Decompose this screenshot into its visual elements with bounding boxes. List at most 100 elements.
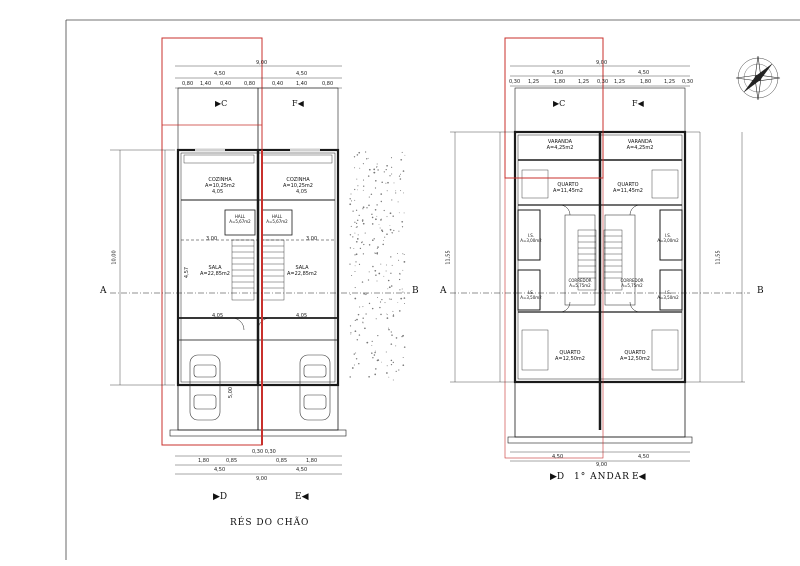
dimension-bottom-total: 9,00 xyxy=(256,476,268,482)
room-label: I.S.A=3,50m2 xyxy=(657,290,678,300)
ground-dimension-lines xyxy=(110,65,342,475)
elevation-mark-e-text: E xyxy=(295,492,302,502)
dimension-bottom-half-right: 4,50 xyxy=(296,467,308,473)
dimension-hall-width: 3,00 xyxy=(206,236,218,242)
room-area: A=5,67m2 xyxy=(266,219,288,224)
elevation-mark-c-ground: ▶C xyxy=(215,99,228,108)
dimension-gap: 0,30 0,30 xyxy=(252,449,276,455)
dimension-top-half-left: 4,50 xyxy=(552,70,564,76)
dimension-bottom-part: 0,85 xyxy=(226,458,238,464)
dimension-top-part: 0,80 xyxy=(244,81,256,87)
dimension-depth: 10,00 xyxy=(111,250,118,265)
terrain-hatch xyxy=(349,151,406,381)
room-area: A=12,50m2 xyxy=(555,356,585,363)
section-mark-b-first: B xyxy=(757,286,764,296)
elevation-mark-f-text: F xyxy=(632,99,638,108)
elevation-mark-d-text: D xyxy=(556,472,565,482)
room-name: SALA xyxy=(208,265,222,271)
dimension-top-half-left: 4,50 xyxy=(214,71,226,77)
room-area: A=10,25m2 xyxy=(205,183,235,190)
room-area: A=12,50m2 xyxy=(620,356,650,363)
dimension-room-width: 4,05 xyxy=(296,189,308,195)
dimension-top-part: 1,25 xyxy=(528,79,540,85)
elevation-mark-c-text: C xyxy=(559,99,566,108)
dimension-top-part: 0,30 xyxy=(597,79,609,85)
elevation-mark-c-text: C xyxy=(221,99,228,108)
dimension-top-half-right: 4,50 xyxy=(638,70,650,76)
highlight-boundary-first xyxy=(504,37,604,179)
dimension-top-part: 1,25 xyxy=(614,79,626,85)
room-name: COZINHA xyxy=(286,177,310,183)
highlight-outline-first xyxy=(504,37,604,459)
room-area: A=3,50m2 xyxy=(657,295,679,300)
room-name: CORREDOR xyxy=(568,278,592,283)
room-area: A=22,85m2 xyxy=(287,271,317,278)
elevation-mark-f-text: F xyxy=(292,99,298,108)
dimension-top-part: 1,80 xyxy=(554,79,566,85)
dimension-top-part: 1,40 xyxy=(296,81,308,87)
section-mark-b-ground: B xyxy=(412,286,419,296)
elevation-mark-e-first: E◀ xyxy=(632,472,646,482)
room-area: A=11,45m2 xyxy=(553,188,583,195)
dimension-top-part: 0,40 xyxy=(272,81,284,87)
ground-floor-plan xyxy=(169,87,347,437)
dimension-sala-depth: 4,57 xyxy=(184,266,191,279)
first-floor-title: 1° ANDAR xyxy=(574,472,630,482)
car-icon xyxy=(299,354,331,421)
dimension-top-half-right: 4,50 xyxy=(296,71,308,77)
dimension-bottom-part: 1,80 xyxy=(198,458,210,464)
dimension-top-part: 0,40 xyxy=(220,81,232,87)
room-area: A=22,85m2 xyxy=(200,271,230,278)
dimension-depth-right: 11,55 xyxy=(715,250,722,265)
room-name: QUARTO xyxy=(557,182,579,188)
ground-floor-title: RÉS DO CHÃO xyxy=(230,518,310,528)
dimension-bottom-part: 1,80 xyxy=(306,458,318,464)
first-dimension-lines xyxy=(450,65,745,462)
room-name: I.S. xyxy=(664,290,672,295)
room-name: HALL xyxy=(234,214,246,219)
dimension-bottom-half-right: 4,50 xyxy=(638,454,650,460)
compass-rose-icon xyxy=(735,55,781,101)
dimension-bottom-half-left: 4,50 xyxy=(552,454,564,460)
elevation-mark-f-ground: F◀ xyxy=(292,99,304,108)
dimension-top-part: 0,80 xyxy=(182,81,194,87)
room-name: SALA xyxy=(295,265,309,271)
room-label: I.S.A=3,00m2 xyxy=(520,233,541,243)
section-mark-a-ground: A xyxy=(100,286,107,296)
elevation-mark-c-first: ▶C xyxy=(553,99,566,108)
room-area: A=3,00m2 xyxy=(520,238,542,243)
room-label: I.S.A=3,00m2 xyxy=(657,233,678,243)
dimension-hall-width: 3,00 xyxy=(306,236,318,242)
elevation-mark-f-first: F◀ xyxy=(632,99,644,108)
room-name: HALL xyxy=(271,214,283,219)
room-name: I.S. xyxy=(664,233,672,238)
room-area: A=3,00m2 xyxy=(657,238,679,243)
room-area: A=4,25m2 xyxy=(546,145,574,152)
dimension-bottom-part: 0,85 xyxy=(276,458,288,464)
room-name: QUARTO xyxy=(559,350,581,356)
dimension-top-part: 1,80 xyxy=(640,79,652,85)
dimension-bottom-total: 9,00 xyxy=(596,462,608,468)
dimension-top-total: 9,00 xyxy=(256,60,268,66)
elevation-mark-d-text: D xyxy=(219,492,228,502)
dimension-depth: 11,55 xyxy=(445,250,452,265)
room-area: A=3,50m2 xyxy=(520,295,542,300)
room-area: A=5,67m2 xyxy=(229,219,251,224)
room-name: I.S. xyxy=(527,290,535,295)
room-name: QUARTO xyxy=(617,182,639,188)
elevation-mark-e-ground: E◀ xyxy=(295,492,309,502)
room-name: I.S. xyxy=(527,233,535,238)
dimension-bottom-half-left: 4,50 xyxy=(214,467,226,473)
